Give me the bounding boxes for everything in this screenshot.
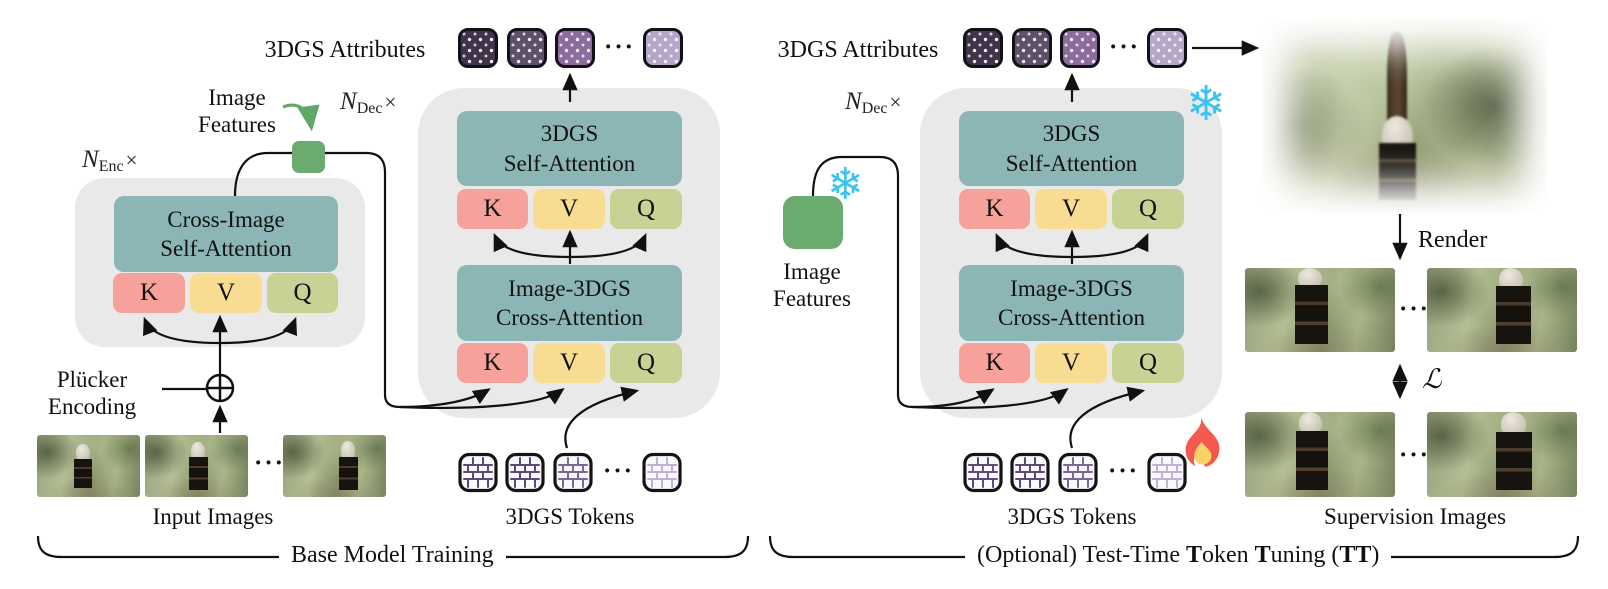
decoder-right-sa-v: V: [1035, 189, 1107, 229]
rendered-image: [1262, 20, 1547, 212]
decoder-mid-sa-v: V: [533, 189, 605, 229]
decoder-cross-attention-mid: Image-3DGS Cross-Attention: [457, 265, 682, 341]
decoder-mid-sa-q: Q: [610, 189, 682, 229]
encoder-attention-block: Cross-Image Self-Attention: [114, 196, 338, 272]
decoder-mid-ca-v: V: [533, 343, 605, 383]
n-enc-label: NEnc×: [82, 146, 137, 176]
decoder-right-sa-q: Q: [1112, 189, 1184, 229]
attr-square-2: [507, 28, 547, 68]
k-label: K: [139, 279, 159, 306]
image-feature-chip: [292, 141, 325, 173]
decoder-mid-sa-k: K: [457, 189, 528, 229]
n-enc-sub: Enc: [98, 158, 124, 176]
input-image-2: [145, 435, 248, 497]
attr-square-4: [643, 28, 683, 68]
attr-square-r4: [1147, 28, 1187, 68]
gs-token-r1: [963, 452, 1003, 493]
input-images-label: Input Images: [152, 504, 274, 529]
encoder-k-box: K: [113, 273, 185, 313]
gs-token-3: [553, 452, 593, 493]
decoder-mid-ca-q: Q: [610, 343, 682, 383]
fire-icon: [1185, 417, 1220, 467]
image-features-label-right: Image Features: [773, 259, 851, 312]
gs-token-4: [642, 452, 682, 493]
render-crops-ellipsis: ···: [1399, 296, 1431, 323]
attr-square-r1: [963, 28, 1003, 68]
decoder-right-ca-q: Q: [1112, 343, 1184, 383]
decoder-self-attention-mid: 3DGS Self-Attention: [457, 111, 682, 186]
snowflake-icon: ❄: [1186, 76, 1227, 132]
input-image-3: [283, 435, 386, 497]
tokens-label-right: 3DGS Tokens: [1007, 504, 1137, 529]
tokens-ellipsis-right: ···: [1108, 458, 1140, 485]
gs-token-2: [505, 452, 545, 493]
loss-symbol: ℒ: [1422, 364, 1442, 394]
tokens-label-mid: 3DGS Tokens: [505, 504, 635, 529]
gs-token-1: [458, 452, 498, 493]
attr-square-r3: [1060, 28, 1100, 68]
gs-token-r2: [1010, 452, 1050, 493]
encoder-attention-line1: Cross-Image: [167, 206, 285, 232]
brace-right-label: (Optional) Test-Time Token Tuning (TT): [965, 542, 1392, 569]
input-image-1: [37, 435, 140, 497]
supervision-image-2: [1427, 412, 1577, 497]
decoder-mid-ca-k: K: [457, 343, 528, 383]
decoder-self-attention-right: 3DGS Self-Attention: [959, 111, 1184, 186]
attr-square-3: [555, 28, 595, 68]
v-label: V: [216, 279, 236, 306]
decoder-right-sa-k: K: [959, 189, 1030, 229]
encoder-v-box: V: [190, 273, 262, 313]
render-crop-2: [1427, 268, 1577, 352]
n-enc-times: ×: [125, 148, 138, 172]
n-dec-label-right: NDec×: [845, 88, 902, 118]
q-label: Q: [293, 279, 312, 306]
decoder-cross-attention-right: Image-3DGS Cross-Attention: [959, 265, 1184, 341]
attr-ellipsis-right: ···: [1109, 34, 1141, 61]
snowflake-icon: ❄: [827, 159, 864, 210]
arrow-image-features: [282, 103, 320, 132]
n-dec-label-mid: NDec×: [340, 88, 397, 118]
image-features-label-left: Image Features: [198, 85, 276, 138]
attributes-title-right: 3DGS Attributes: [777, 37, 939, 63]
brace-left-label: Base Model Training: [279, 542, 506, 569]
encoder-q-box: Q: [267, 273, 338, 313]
supervision-image-1: [1245, 412, 1395, 497]
supervision-images-label: Supervision Images: [1323, 504, 1507, 529]
tokens-ellipsis-mid: ···: [603, 458, 635, 485]
input-images-ellipsis: ···: [254, 450, 286, 477]
supervision-ellipsis: ···: [1399, 442, 1431, 469]
n-enc-var: N: [82, 146, 99, 173]
encoder-attention-line2: Self-Attention: [160, 236, 292, 261]
plucker-encoding-label: Plücker Encoding: [47, 367, 137, 420]
decoder-right-ca-v: V: [1035, 343, 1107, 383]
render-label: Render: [1418, 227, 1488, 253]
attr-square-r2: [1012, 28, 1052, 68]
attr-ellipsis-mid: ···: [604, 34, 636, 61]
attr-square-1: [458, 28, 498, 68]
gs-token-r3: [1058, 452, 1098, 493]
render-feather: [1258, 16, 1551, 216]
attributes-title-mid: 3DGS Attributes: [264, 37, 426, 63]
decoder-right-ca-k: K: [959, 343, 1030, 383]
plus-circle-icon: [205, 373, 235, 403]
render-crop-1: [1245, 268, 1395, 352]
gs-token-r4: [1147, 452, 1187, 493]
